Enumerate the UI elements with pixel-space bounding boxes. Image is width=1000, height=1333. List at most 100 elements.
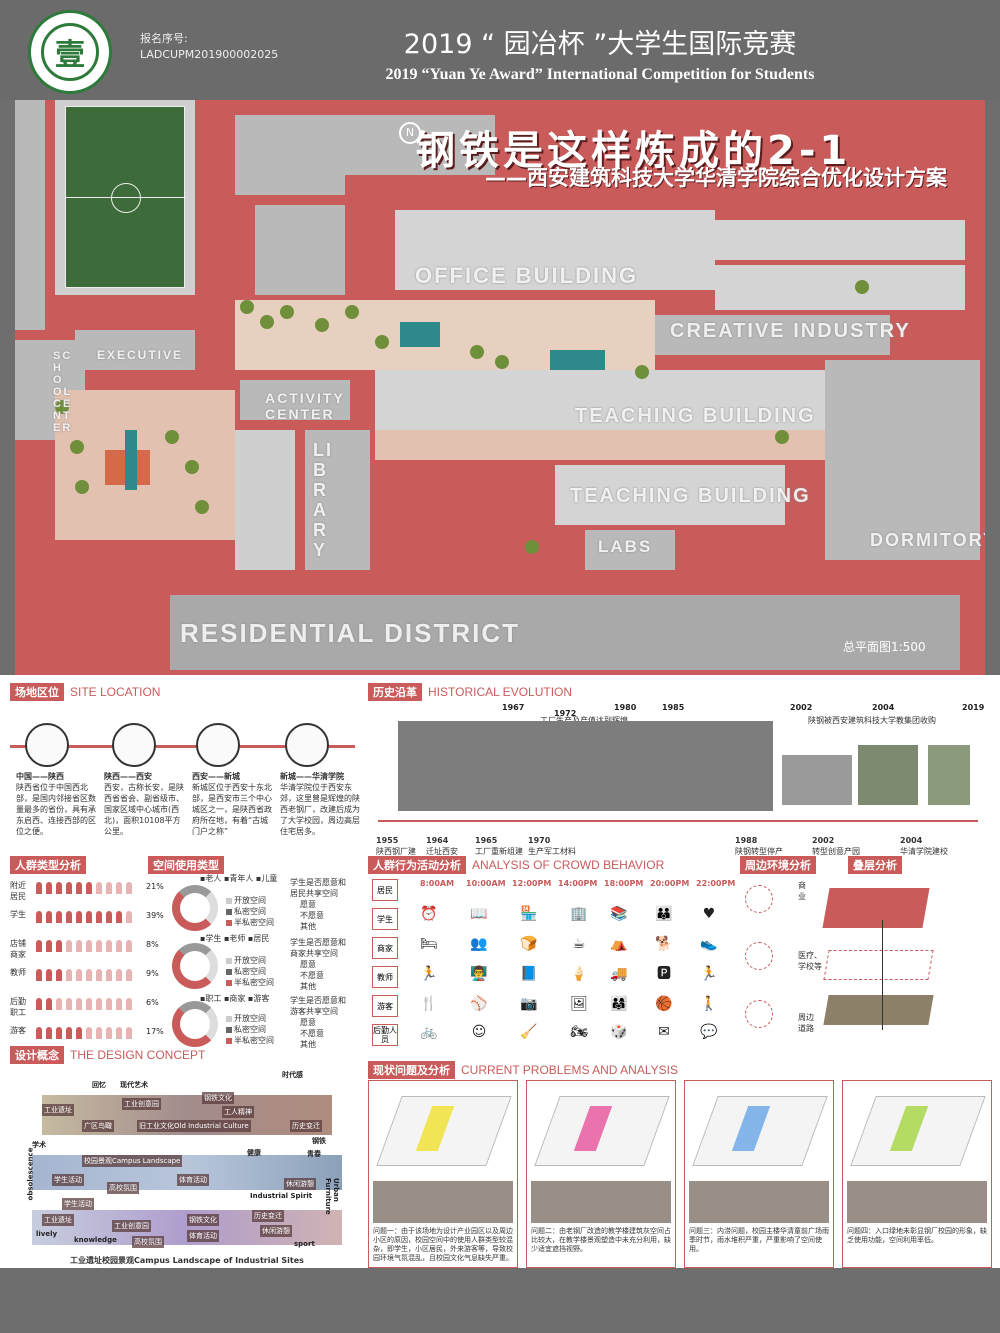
person-icon xyxy=(96,998,102,1010)
tree xyxy=(70,440,84,454)
strolling-icon: 🚶 xyxy=(700,996,718,1012)
tree xyxy=(315,318,329,332)
person-icon xyxy=(116,1027,122,1039)
tree xyxy=(345,305,359,319)
crowd-row-label: 店铺商家 xyxy=(10,939,26,959)
surroundings-label: 周边道路 xyxy=(798,1013,814,1033)
shop-icon: 🏪 xyxy=(520,906,538,922)
bicycle-icon: 🚲 xyxy=(420,1024,438,1040)
map-title: 钢铁是这样炼成的2-1 xyxy=(415,128,852,174)
person-icon xyxy=(96,882,102,894)
person-icon xyxy=(76,882,82,894)
problem-text: 问题四：入口绿地未彰显钢厂校园的形象，缺乏使用功能，空间利用率低。 xyxy=(847,1227,987,1244)
activity-center-block xyxy=(240,380,350,420)
crowd-row-percent: 21% xyxy=(146,882,164,891)
person-icon xyxy=(46,940,52,952)
person-icon xyxy=(86,940,92,952)
history-note: 工厂生产及产值达到辉煌 xyxy=(540,715,628,726)
coffee-icon: ☕ xyxy=(572,936,586,952)
tree xyxy=(165,430,179,444)
person-icon xyxy=(116,969,122,981)
person-icon xyxy=(106,940,112,952)
person-icon xyxy=(86,911,92,923)
envelope-icon: ✉ xyxy=(658,1024,670,1040)
person-icon xyxy=(76,940,82,952)
space-use-donut xyxy=(172,1001,218,1047)
tree xyxy=(195,500,209,514)
football-field xyxy=(65,106,186,288)
person-icon xyxy=(86,969,92,981)
person-icon xyxy=(76,969,82,981)
walk-dog-icon: 🐕 xyxy=(655,936,673,952)
person-icon xyxy=(66,1027,72,1039)
person-icon xyxy=(126,1027,132,1039)
location-map-xian xyxy=(196,723,240,767)
behavior-time: 20:00PM xyxy=(650,879,690,888)
person-icon xyxy=(116,882,122,894)
tree xyxy=(775,430,789,444)
behavior-time: 14:00PM xyxy=(558,879,598,888)
label-office-building: OFFICE BUILDING xyxy=(415,263,639,288)
person-icon xyxy=(106,998,112,1010)
person-icon xyxy=(36,882,42,894)
behavior-role: 教师 xyxy=(372,966,398,988)
person-icon xyxy=(126,940,132,952)
crowd-row-percent: 39% xyxy=(146,911,164,920)
label-teaching-building-1: TEACHING BUILDING xyxy=(575,405,816,427)
footer-bar xyxy=(0,1268,1000,1333)
chat-icon: 💬 xyxy=(700,1024,718,1040)
behavior-time: 10:00AM xyxy=(466,879,506,888)
crowd-row-label: 教师 xyxy=(10,968,26,977)
label-library: LIBRARY xyxy=(313,440,333,560)
problem-text: 问题二：由老钢厂改造的教学楼建筑灰空间占比较大，在教学楼景观塑造中未充分利用，缺… xyxy=(531,1227,671,1253)
problem-text: 问题一：由于该场地为设计产业园区以及周边小区的原因，校园空间中的使用人群类型较混… xyxy=(373,1227,513,1262)
crowd-type-header: 人群类型分析 xyxy=(10,856,86,874)
label-executive: EXECUTIVE xyxy=(97,348,184,362)
tree xyxy=(260,315,274,329)
label-residential-district: RESIDENTIAL DISTRICT xyxy=(180,618,520,648)
label-creative-industry: CREATIVE INDUSTRY xyxy=(670,320,911,342)
problems-header: 现状问题及分析 CURRENT PROBLEMS AND ANALYSIS xyxy=(368,1061,678,1079)
behavior-time: 12:00PM xyxy=(512,879,552,888)
heart-icon: ♥ xyxy=(702,906,716,922)
alarm-clock-icon: ⏰ xyxy=(420,906,438,922)
surroundings-label: 商业 xyxy=(798,881,806,901)
site-location-header: 场地区位 SITE LOCATION xyxy=(10,683,160,701)
problem-text: 问题三：内涝问题，校园主楼华清童前广场雨季时节，雨水堆积严重，严重影响了空间使用… xyxy=(689,1227,829,1253)
space-question: 学生是否愿意和游客共享空间 愿意不愿意其他 xyxy=(290,996,346,1049)
design-concept-collage: 回忆 现代艺术 时代感 学术 健康 钢铁 青春 Industrial Spiri… xyxy=(26,1071,342,1248)
person-icon xyxy=(116,911,122,923)
book-icon: 📖 xyxy=(470,906,488,922)
teaching-building-block-2 xyxy=(555,465,785,525)
behavior-icon-grid: ⏰ 📖 🏪 🏢 📚 👪 ♥ 🛏 👥 🍞 ☕ ⛺ 🐕 👟 🏃 👨‍🏫 📘 🍦 🚚 … xyxy=(410,895,730,1045)
layer-diagram xyxy=(822,880,942,1050)
teaching-icon: 👨‍🏫 xyxy=(470,966,488,982)
person-icon xyxy=(106,969,112,981)
cleaning-icon: 🧹 xyxy=(520,1024,538,1040)
location-item: 中国——陕西 陕西省位于中国西北部，是国内邻接省区数量最多的省份，具有承东启西、… xyxy=(16,772,96,836)
concept-footer: 工业遗址校园景观Campus Landscape of Industrial S… xyxy=(70,1256,304,1265)
person-icon xyxy=(66,969,72,981)
person-icon xyxy=(116,940,122,952)
logo-seal-icon: 壹 xyxy=(41,23,99,81)
registration-number: LADCUPM201900002025 xyxy=(140,48,279,61)
space-use-header: 空间使用类型 xyxy=(148,856,224,874)
person-icon xyxy=(76,998,82,1010)
person-icon xyxy=(36,940,42,952)
tree xyxy=(470,345,484,359)
design-concept-header: 设计概念 THE DESIGN CONCEPT xyxy=(10,1046,205,1064)
location-item: 陕西——西安 西安，古称长安，是陕西省省会、副省级市、国家区域中心城市(西北)，… xyxy=(104,772,184,836)
crowd-row-percent: 6% xyxy=(146,998,159,1007)
bed-icon: 🛏 xyxy=(420,936,438,952)
teaching-building-block-1 xyxy=(375,370,875,430)
behavior-time: 22:00PM xyxy=(696,879,736,888)
space-question: 学生是否愿意和居民共享空间 愿意不愿意其他 xyxy=(290,878,346,931)
person-icon xyxy=(96,911,102,923)
history-photo-factory xyxy=(398,721,773,811)
family-icon: 👪 xyxy=(655,906,673,922)
tree xyxy=(375,335,389,349)
person-icon xyxy=(126,998,132,1010)
history-note: 陕钢被西安建筑科技大学教集团收购 xyxy=(808,716,936,725)
